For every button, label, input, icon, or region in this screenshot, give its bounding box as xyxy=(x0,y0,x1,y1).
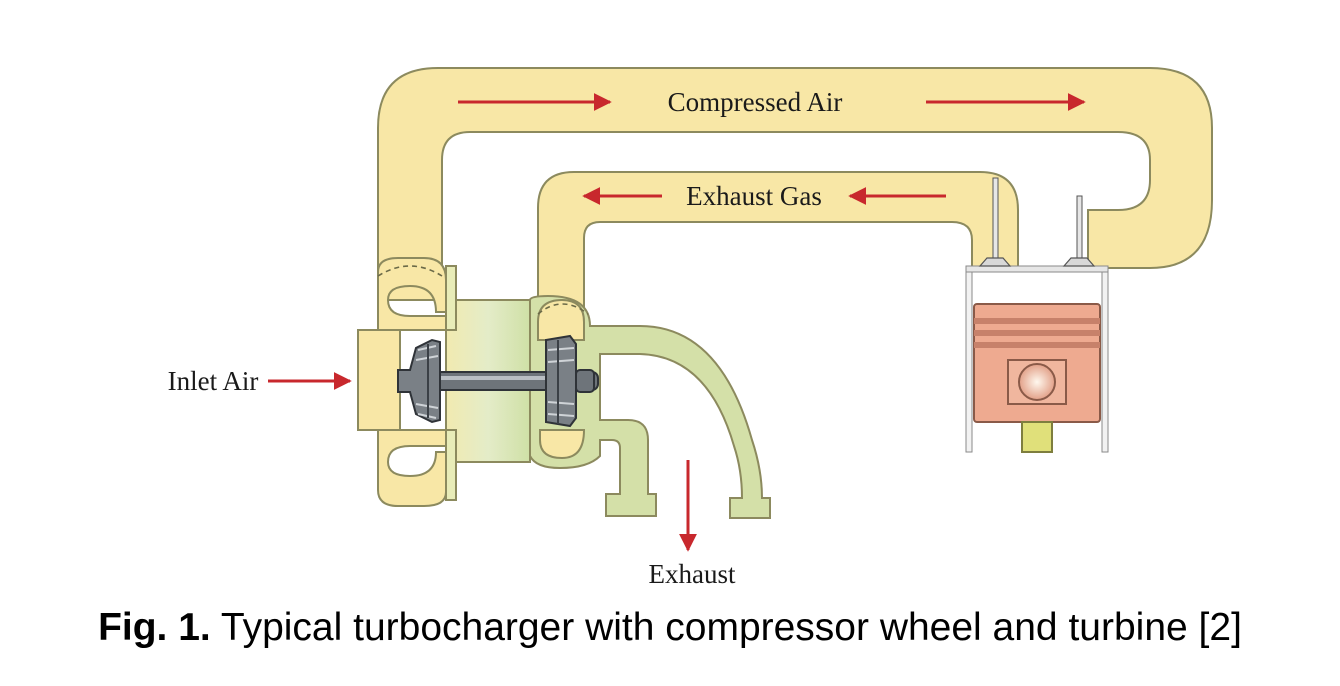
compressor-wheel xyxy=(397,338,441,424)
cylinder-wall-right xyxy=(1101,267,1109,453)
turbine-housing xyxy=(529,294,771,519)
exhaust-label: Exhaust xyxy=(649,559,736,589)
housing-flange xyxy=(445,265,457,501)
inlet-air-label: Inlet Air xyxy=(168,366,259,396)
connecting-rod xyxy=(1021,421,1053,453)
compressed-air-pipe xyxy=(377,67,1213,301)
turbine-volute-lower xyxy=(539,429,586,460)
turbine-volute-inner xyxy=(537,298,585,341)
compressed-air-label: Compressed Air xyxy=(668,87,843,117)
cylinder-wall-left xyxy=(965,267,973,453)
caption-text: Typical turbocharger with compressor whe… xyxy=(210,606,1242,649)
piston xyxy=(973,303,1101,423)
cylinder-head xyxy=(965,265,1109,273)
exhaust-valve xyxy=(978,177,1012,267)
shaft-highlight xyxy=(430,376,590,380)
exhaust-gas-label: Exhaust Gas xyxy=(686,181,822,211)
figure-caption: Fig. 1. Typical turbocharger with compre… xyxy=(0,606,1340,650)
intake-valve xyxy=(1062,195,1096,267)
caption-prefix: Fig. 1. xyxy=(98,606,211,649)
inlet-duct xyxy=(357,329,401,431)
dashed-join-turbine xyxy=(537,303,589,315)
turbocharger-diagram: Compressed Air Exhaust Gas Inlet Air Exh… xyxy=(168,67,1213,589)
turbine-wheel xyxy=(545,334,595,428)
